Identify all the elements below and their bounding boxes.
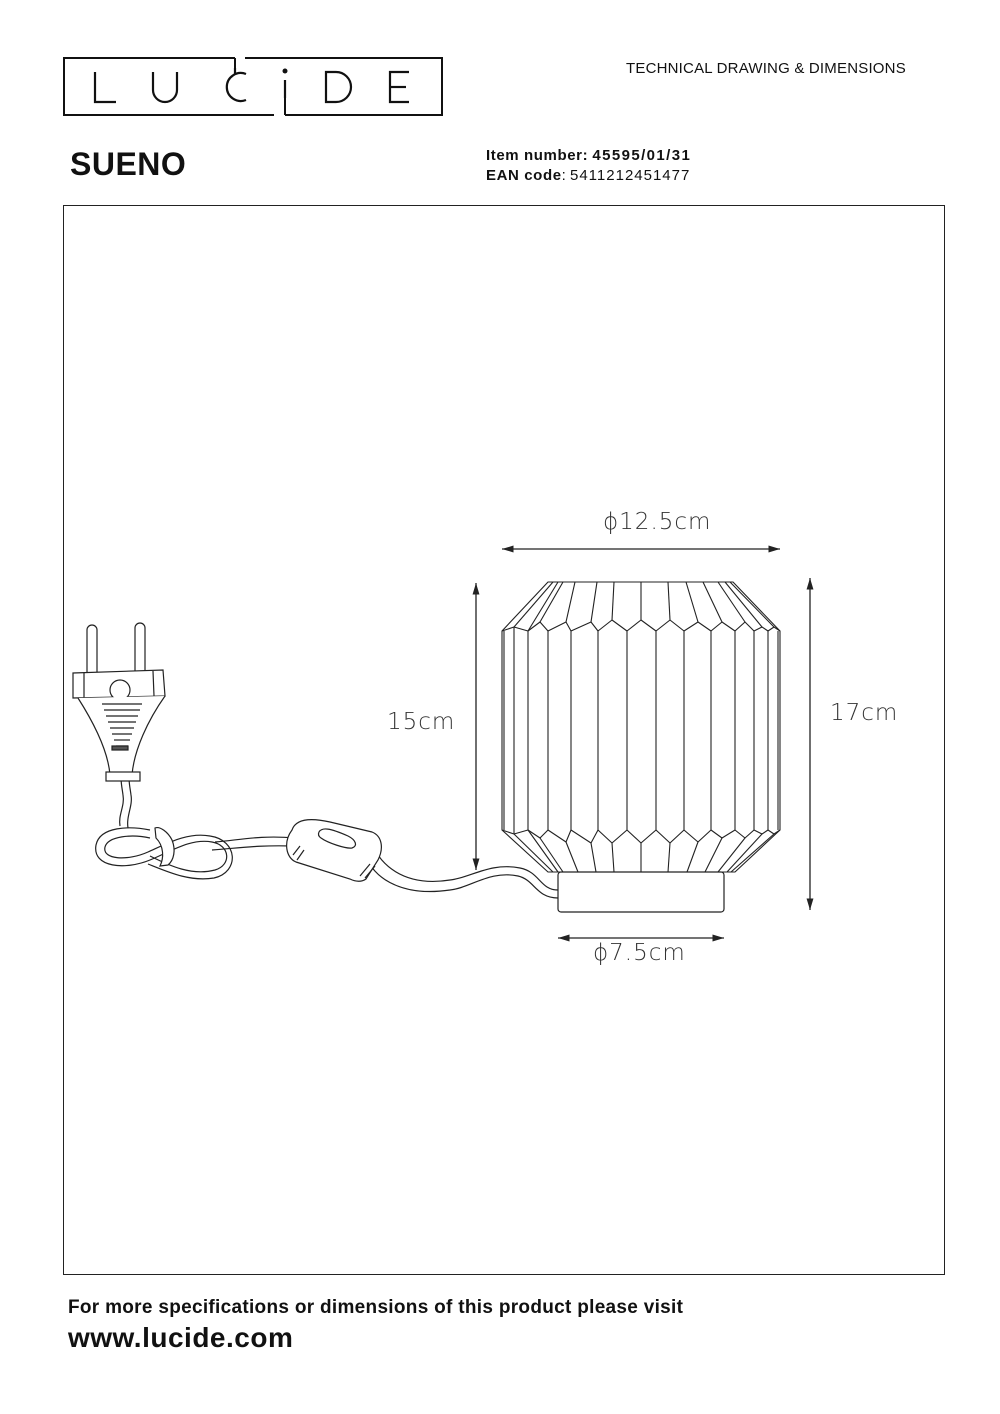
product-name: SUENO xyxy=(70,146,187,182)
footer-text: For more specifications or dimensions of… xyxy=(68,1297,684,1318)
shade-diameter-label: ϕ12.5cm xyxy=(603,509,712,535)
drawing-frame xyxy=(63,205,945,1275)
website-link[interactable]: www.lucide.com xyxy=(68,1322,294,1353)
item-number-row: Item number: 45595/01/31 xyxy=(486,146,691,166)
item-number-label: Item number: xyxy=(486,147,589,164)
ean-label: EAN code xyxy=(486,167,562,184)
ean-row: EAN code: 5411212451477 xyxy=(486,166,691,186)
item-number-value: 45595/01/31 xyxy=(592,147,692,164)
lucide-logo xyxy=(63,57,443,116)
document-type-title: TECHNICAL DRAWING & DIMENSIONS xyxy=(626,60,906,77)
shade-height-label: 15cm xyxy=(387,709,456,735)
ean-value: 5411212451477 xyxy=(570,167,691,184)
ean-separator: : xyxy=(561,167,566,184)
product-meta: Item number: 45595/01/31 EAN code: 54112… xyxy=(486,146,691,186)
total-height-label: 17cm xyxy=(830,700,899,726)
base-diameter-label: ϕ7.5cm xyxy=(593,940,686,966)
